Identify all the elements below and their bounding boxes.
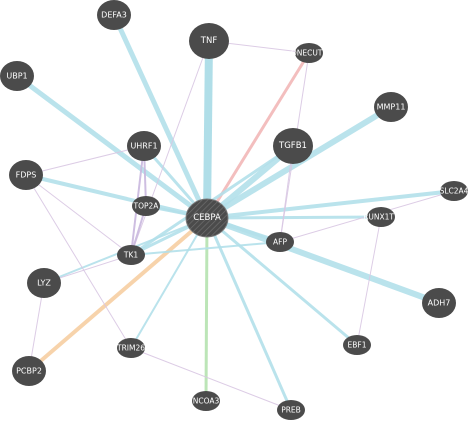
node-mmp11: MMP11 <box>374 92 408 122</box>
node-runx1t1: RUNX1T1 <box>363 207 399 227</box>
node-label-onecut1: ONECUT1 <box>291 49 328 58</box>
node-label-ebf1: EBF1 <box>348 341 367 350</box>
node-label-preb: PREB <box>281 406 301 415</box>
node-label-top2a: TOP2A <box>133 202 160 211</box>
edge-cebpa-ubp1 <box>15 73 209 221</box>
node-cebpa: CEBPA <box>185 198 229 238</box>
node-adh7: ADH7 <box>422 288 456 318</box>
edge-cebpa-ebf1 <box>206 216 358 347</box>
node-tgfb1: TGFB1 <box>273 128 313 164</box>
node-onecut1: ONECUT1 <box>291 43 328 63</box>
node-circle-defa3 <box>97 0 131 30</box>
node-label-ubp1: UBP1 <box>6 72 27 81</box>
node-circle-slc2a4 <box>440 181 468 201</box>
node-label-tnf: TNF <box>200 36 218 46</box>
edge-trim26-preb <box>130 347 292 411</box>
node-label-tgfb1: TGFB1 <box>278 141 307 151</box>
node-label-slc2a4: SLC2A4 <box>440 187 469 196</box>
node-circle-afp <box>266 232 294 252</box>
node-uhrf1: UHRF1 <box>127 131 161 161</box>
node-ubp1: UBP1 <box>0 61 34 91</box>
node-afp: AFP <box>266 232 294 252</box>
edge-cebpa-tnf <box>203 40 213 219</box>
edge-fdps-tk1 <box>25 174 132 256</box>
node-label-trim26: TRIM26 <box>116 344 145 353</box>
node-circle-preb <box>277 400 305 420</box>
edge-cebpa-preb <box>205 217 293 411</box>
node-label-fdps: FDPS <box>16 171 37 180</box>
edge-cebpa-defa3 <box>111 13 210 220</box>
node-circle-trim26 <box>117 338 145 358</box>
node-circle-top2a <box>132 196 160 216</box>
edge-runx1t1-ebf1 <box>356 216 382 346</box>
edge-tnf-tk1 <box>130 40 210 256</box>
edge-cebpa-onecut1 <box>205 52 311 219</box>
edge-afp-slc2a4 <box>279 190 455 243</box>
node-label-ncoa3: NCOA3 <box>193 397 220 406</box>
node-fdps: FDPS <box>9 160 43 190</box>
node-circle-ubp1 <box>0 61 34 91</box>
node-label-uhrf1: UHRF1 <box>130 142 157 151</box>
node-label-tk1: TK1 <box>123 251 138 260</box>
node-circle-ebf1 <box>343 335 371 355</box>
node-ebf1: EBF1 <box>343 335 371 355</box>
node-slc2a4: SLC2A4 <box>440 181 469 201</box>
node-tk1: TK1 <box>117 245 145 265</box>
node-circle-onecut1 <box>295 43 323 63</box>
edge-cebpa-ncoa3 <box>204 217 209 402</box>
node-trim26: TRIM26 <box>116 338 145 358</box>
node-label-pcbp2: PCBP2 <box>16 367 42 376</box>
node-label-cebpa: CEBPA <box>193 213 221 223</box>
node-defa3: DEFA3 <box>97 0 131 30</box>
node-circle-tk1 <box>117 245 145 265</box>
node-label-runx1t1: RUNX1T1 <box>363 213 399 222</box>
node-circle-tgfb1 <box>273 128 313 164</box>
node-label-afp: AFP <box>273 238 287 247</box>
node-tnf: TNF <box>189 23 229 59</box>
edge-uhrf1-fdps <box>25 145 145 176</box>
node-label-adh7: ADH7 <box>428 299 451 308</box>
node-label-lyz: LYZ <box>37 279 51 288</box>
node-circle-cebpa <box>185 198 229 238</box>
node-label-mmp11: MMP11 <box>377 103 406 112</box>
node-circle-ncoa3 <box>192 391 220 411</box>
edge-cebpa-pcbp2 <box>27 216 209 373</box>
node-circle-uhrf1 <box>127 131 161 161</box>
node-ncoa3: NCOA3 <box>192 391 220 411</box>
edge-tk1-afp <box>130 241 281 256</box>
node-top2a: TOP2A <box>132 196 160 216</box>
node-preb: PREB <box>277 400 305 420</box>
node-circle-fdps <box>9 160 43 190</box>
node-circle-runx1t1 <box>367 207 395 227</box>
node-circle-adh7 <box>422 288 456 318</box>
node-circle-pcbp2 <box>12 356 46 386</box>
node-circle-lyz <box>27 268 61 298</box>
node-label-defa3: DEFA3 <box>101 11 127 20</box>
edge-cebpa-slc2a4 <box>206 189 455 220</box>
edge-cebpa-trim26 <box>130 217 208 349</box>
edge-fdps-trim26 <box>25 174 132 349</box>
node-circle-mmp11 <box>374 92 408 122</box>
edge-cebpa-runx1t1 <box>206 215 382 220</box>
node-pcbp2: PCBP2 <box>12 356 46 386</box>
node-lyz: LYZ <box>27 268 61 298</box>
node-circle-tnf <box>189 23 229 59</box>
